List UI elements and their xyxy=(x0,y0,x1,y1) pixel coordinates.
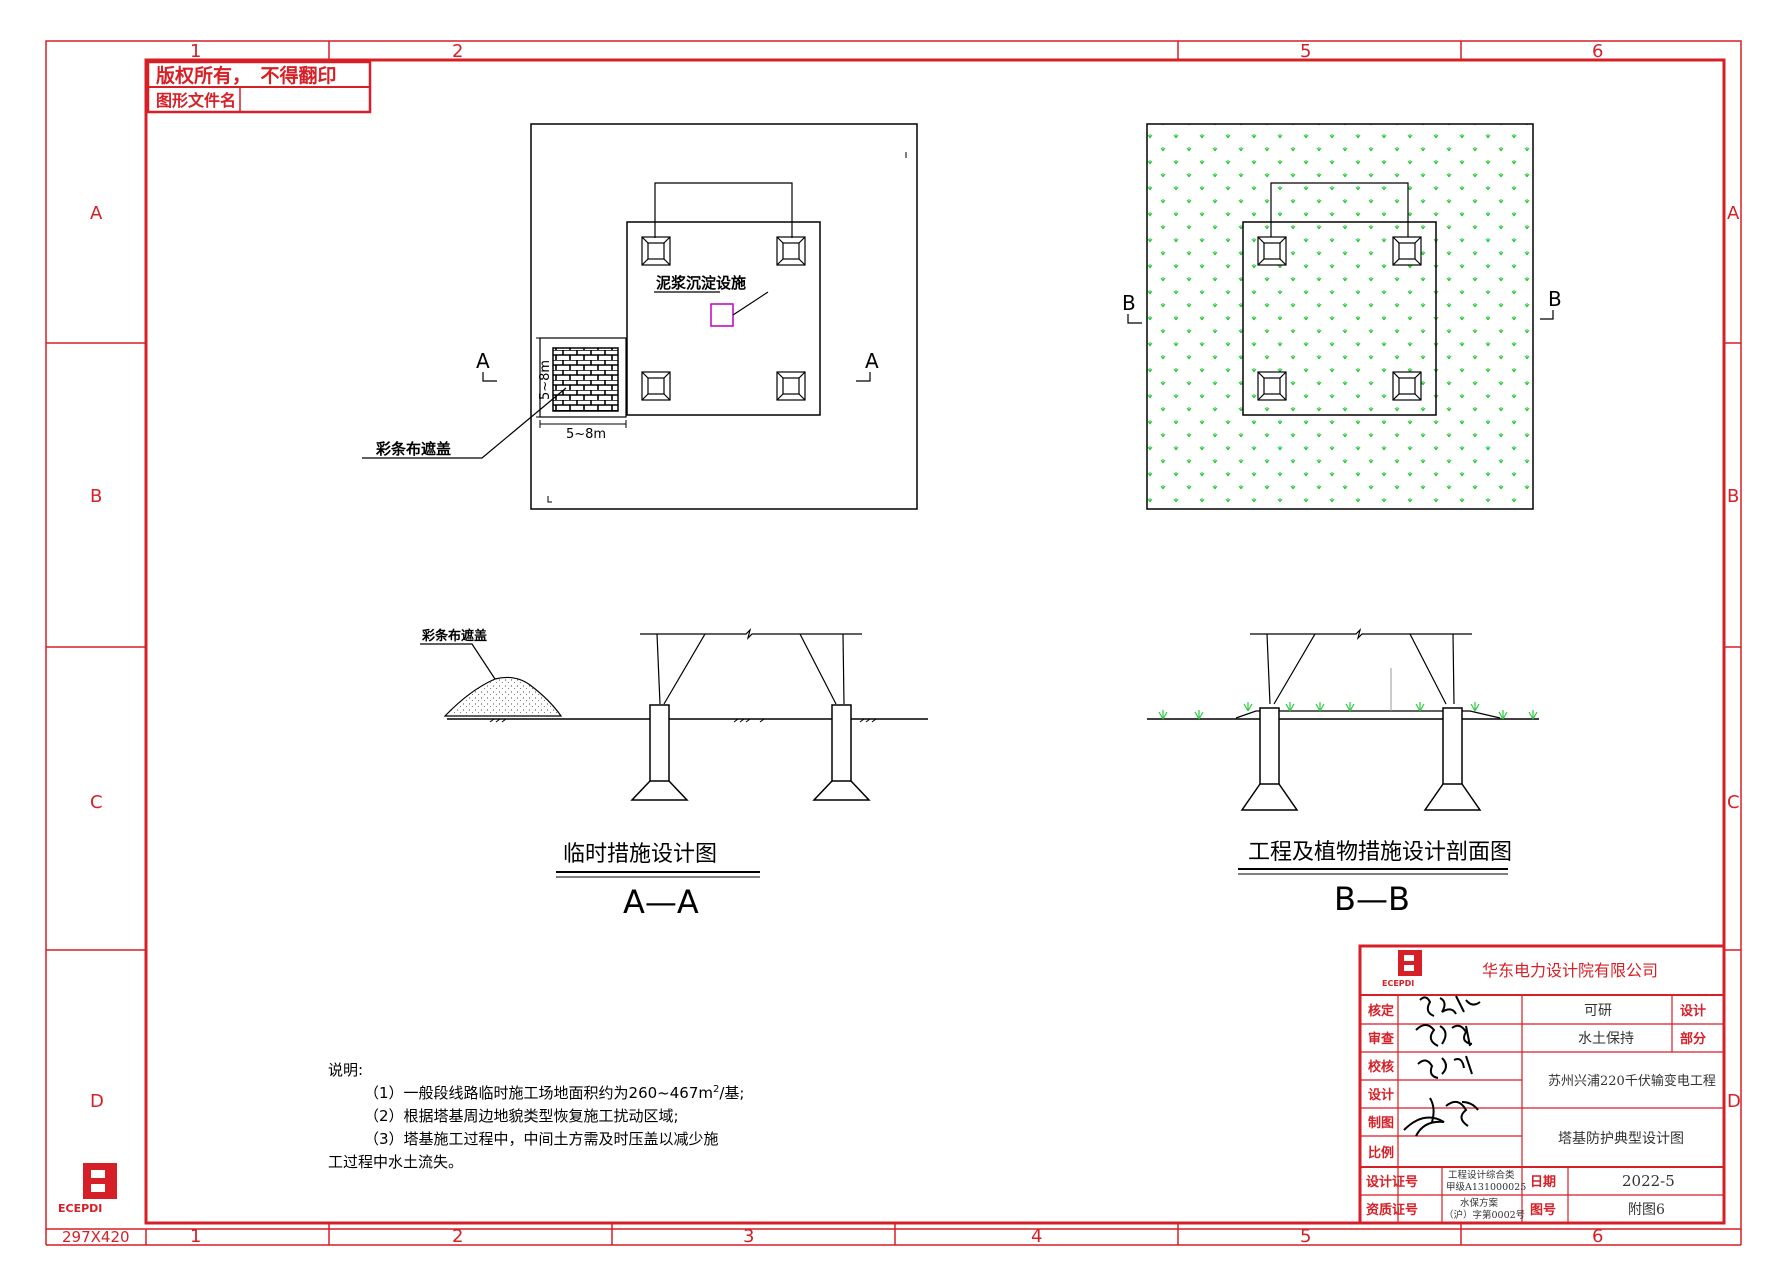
grassed-area xyxy=(1146,123,1534,510)
section-b-subtitle: B—B xyxy=(1334,880,1410,918)
row-mark-c: C xyxy=(90,792,103,813)
sheet-frame: 1 2 5 6 1 2 3 4 5 6 A B C D A B C D 297X… xyxy=(45,40,1742,1247)
backfill-b xyxy=(1235,710,1501,719)
copyright-text: 版权所有， 不得翻印 xyxy=(156,64,337,87)
cover-label-plan: 彩条布遮盖 xyxy=(375,440,451,458)
signatures xyxy=(1403,995,1481,1137)
note-1: （1）一般段线路临时施工场地面积约为260~467m2/基; xyxy=(364,1084,744,1102)
drawing-title: 塔基防护典型设计图 xyxy=(1558,1130,1684,1147)
cover-label-section: 彩条布遮盖 xyxy=(421,628,487,644)
date-value: 2022-5 xyxy=(1622,1172,1675,1190)
file-name-label: 图形文件名 xyxy=(156,91,236,110)
sedimentation-tank xyxy=(710,303,734,327)
dim-horizontal: 5~8m xyxy=(566,427,606,442)
top-ruler xyxy=(328,41,1462,60)
company-name: 华东电力设计院有限公司 xyxy=(1482,961,1658,980)
qual-label: 资质证号 xyxy=(1366,1202,1418,1218)
plan-view-temporary: 泥浆沉淀设施 5~8m 5~8m 彩条布遮盖 A A xyxy=(362,123,918,510)
foundation-pads-b xyxy=(1257,236,1422,401)
qual-value-1: 水保方案 xyxy=(1460,1197,1499,1209)
section-a-title: 临时措施设计图 xyxy=(563,842,717,867)
col-mark-6: 6 xyxy=(1592,41,1603,62)
stage-label: 设计 xyxy=(1680,1003,1706,1019)
col-mark-5-bottom: 5 xyxy=(1300,1226,1311,1247)
company-logo: ECEPDI xyxy=(58,1163,117,1215)
notes-heading: 说明: xyxy=(328,1061,363,1079)
section-mark-a-left: A xyxy=(476,349,490,373)
row-mark-d: D xyxy=(90,1091,104,1112)
role-draft: 制图 xyxy=(1368,1115,1394,1131)
stage-value: 可研 xyxy=(1584,1003,1612,1019)
section-mark-a-right: A xyxy=(865,349,879,373)
title-block: ECEPDI 华东电力设计院有限公司 核定 审查 校核 设计 xyxy=(1358,944,1726,1225)
site-boundary xyxy=(530,123,918,510)
section-a-subtitle: A—A xyxy=(623,883,699,921)
role-design: 设计 xyxy=(1368,1087,1394,1103)
section-b-title: 工程及植物措施设计剖面图 xyxy=(1248,840,1512,865)
col-mark-1-bottom: 1 xyxy=(190,1226,201,1247)
role-check: 校核 xyxy=(1368,1059,1394,1075)
project-name: 苏州兴浦220千伏输变电工程 xyxy=(1548,1073,1716,1089)
copyright-stamp: 版权所有， 不得翻印 图形文件名 xyxy=(146,60,372,114)
tower-footprint xyxy=(626,221,821,416)
note-4: 工过程中水土流失。 xyxy=(328,1153,463,1171)
bottom-ruler xyxy=(45,1223,1742,1246)
col-mark-1: 1 xyxy=(190,41,201,62)
note-3: （3）塔基施工过程中，中间土方需及时压盖以减少施 xyxy=(364,1130,719,1148)
col-mark-4-bottom: 4 xyxy=(1031,1226,1042,1247)
section-mark-b-left: B xyxy=(1122,291,1136,315)
sedimentation-label: 泥浆沉淀设施 xyxy=(656,274,746,292)
ground-hatch-a xyxy=(489,718,877,723)
outer-border xyxy=(45,40,1742,1230)
row-mark-c-right: C xyxy=(1727,792,1740,813)
qual-value-2: （沪）字第0002号 xyxy=(1444,1209,1525,1221)
drawing-no-label: 图号 xyxy=(1530,1203,1556,1218)
notes: 说明: （1）一般段线路临时施工场地面积约为260~467m2/基; （2）根据… xyxy=(328,1061,744,1171)
cert-value-2: 甲级A131000025 xyxy=(1446,1181,1526,1193)
col-mark-6-bottom: 6 xyxy=(1592,1226,1603,1247)
role-verify: 核定 xyxy=(1368,1003,1394,1019)
plan-view-vegetation: B B xyxy=(1122,123,1562,510)
title-logo-text: ECEPDI xyxy=(1382,979,1414,988)
date-label: 日期 xyxy=(1530,1175,1556,1190)
cert-value-1: 工程设计综合类 xyxy=(1448,1169,1515,1181)
col-mark-2-bottom: 2 xyxy=(452,1226,463,1247)
col-mark-2: 2 xyxy=(452,41,463,62)
section-a-a: 彩条布遮盖 临时措施设计图 A—A xyxy=(420,628,928,921)
col-mark-5: 5 xyxy=(1300,41,1311,62)
note-2: （2）根据塔基周边地貌类型恢复施工扰动区域; xyxy=(364,1107,679,1125)
side-ruler xyxy=(46,342,1741,951)
dim-vertical: 5~8m xyxy=(538,360,553,400)
section-b-b: 工程及植物措施设计剖面图 B—B xyxy=(1147,628,1539,918)
discipline-value: 水土保持 xyxy=(1578,1031,1634,1047)
row-mark-b: B xyxy=(90,486,102,507)
discipline-label: 部分 xyxy=(1680,1031,1706,1047)
drawing-no-value: 附图6 xyxy=(1628,1202,1665,1218)
soil-pile-a xyxy=(443,676,563,717)
cert-label: 设计证号 xyxy=(1366,1174,1418,1190)
row-mark-a-right: A xyxy=(1727,203,1740,224)
row-mark-b-right: B xyxy=(1727,486,1739,507)
foundation-pads xyxy=(641,236,806,401)
col-mark-3-bottom: 3 xyxy=(743,1226,754,1247)
tower-footprint-b xyxy=(1242,221,1437,416)
inner-border xyxy=(144,58,1726,1225)
covered-soil-pile xyxy=(552,347,619,412)
section-mark-b-right: B xyxy=(1548,287,1562,311)
row-mark-d-right: D xyxy=(1727,1091,1741,1112)
grass-tufts-b xyxy=(1158,702,1538,720)
role-review: 审查 xyxy=(1368,1031,1395,1047)
sheet-size: 297X420 xyxy=(62,1228,130,1246)
row-mark-a: A xyxy=(90,203,103,224)
role-scale: 比例 xyxy=(1368,1145,1394,1161)
logo-text: ECEPDI xyxy=(58,1202,102,1215)
